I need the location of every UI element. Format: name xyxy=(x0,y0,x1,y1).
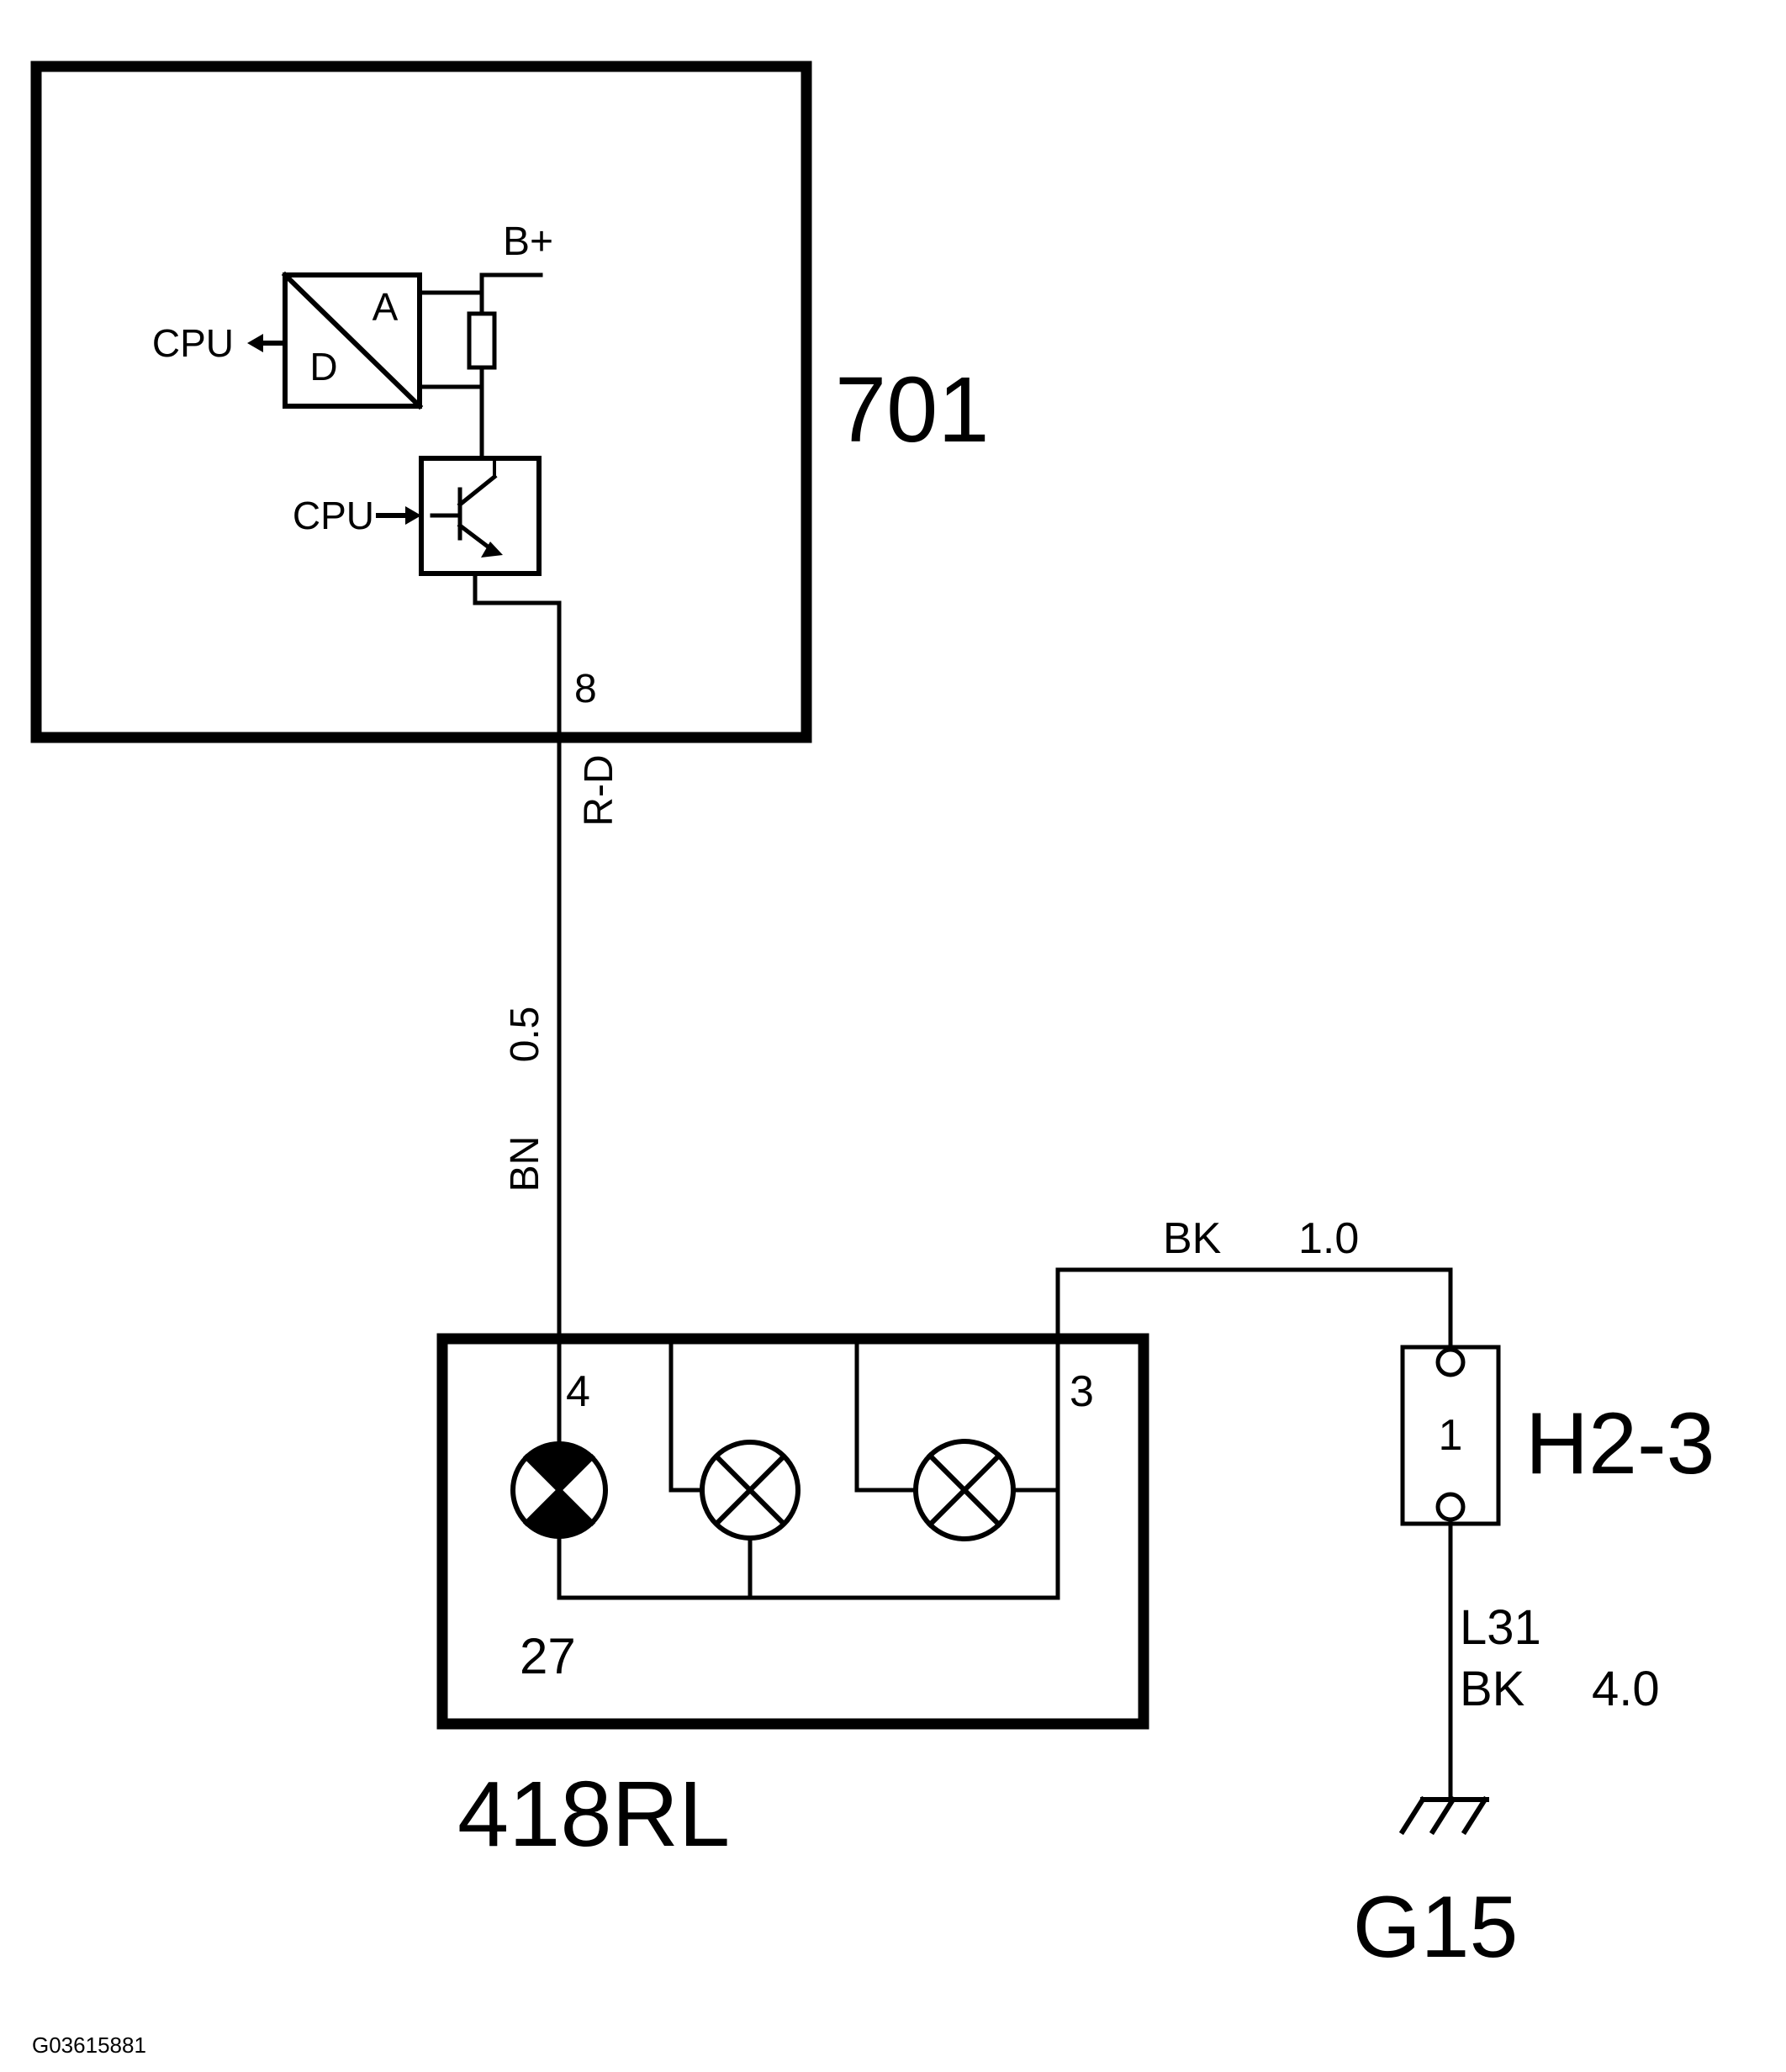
wire-size-bn: 0.5 xyxy=(503,1007,547,1063)
lamp-unit-outline xyxy=(436,1333,1149,1730)
wire-circuit-l31: L31 xyxy=(1460,1600,1541,1655)
lamp-unit: 4 3 27 xyxy=(436,1267,1149,1730)
controller-module-outline xyxy=(30,61,812,743)
ad-digital-letter: D xyxy=(309,345,337,388)
controller-id: 701 xyxy=(835,358,990,462)
connector-id: H2-3 xyxy=(1525,1395,1715,1493)
wire-color-bk-2: BK xyxy=(1460,1662,1525,1716)
inline-connector: 1 xyxy=(1400,1345,1501,1526)
adc-output-arrow xyxy=(247,334,288,352)
arrow-left-icon xyxy=(247,334,263,352)
lamp-unit-pin-27: 27 xyxy=(520,1628,576,1684)
adc-supply-wire xyxy=(417,272,484,295)
supply-label: B+ xyxy=(503,219,553,264)
ad-converter: A D xyxy=(281,271,424,410)
transistor-driver-box xyxy=(419,456,542,576)
lamp-unit-pin-3: 3 xyxy=(1070,1367,1094,1416)
connector-cavity: 1 xyxy=(1439,1411,1463,1460)
transistor-driver xyxy=(419,456,542,576)
controller-module: A D CPU B+ CPU xyxy=(30,61,812,743)
ground-bus-bottom xyxy=(557,1534,1060,1600)
transistor-collector xyxy=(457,473,498,508)
figure-code: G03615881 xyxy=(32,2032,146,2058)
lamp3-feed-wire xyxy=(854,1341,918,1493)
wire-size-bk-1: 1.0 xyxy=(1298,1214,1359,1263)
transistor-emitter-arrow-icon xyxy=(481,542,503,558)
lamp-unit-id: 418RL xyxy=(457,1763,730,1866)
adc-cpu-label: CPU xyxy=(152,321,234,365)
controller-output-pin: 8 xyxy=(574,667,597,711)
driver-output-wire xyxy=(473,571,562,740)
bulb-icon xyxy=(913,1439,1016,1541)
pullup-resistor xyxy=(467,311,497,370)
connector-pin-top xyxy=(1435,1347,1466,1377)
connector-pin-bottom xyxy=(1435,1492,1466,1522)
arrow-right-icon xyxy=(405,506,421,525)
wire-connector-code: R-D xyxy=(577,754,621,826)
wire-lamp-to-connector xyxy=(1055,1267,1453,1355)
wire-color-bn: BN xyxy=(503,1136,547,1192)
bulb-icon xyxy=(700,1440,801,1541)
ad-analog-letter: A xyxy=(373,285,399,329)
lamp-unit-pin-4: 4 xyxy=(566,1367,590,1416)
wire-color-bk-1: BK xyxy=(1163,1214,1222,1263)
ground-symbol-icon xyxy=(1398,1795,1489,1836)
ad-converter-diagonal xyxy=(281,271,424,410)
indicator-lamp-icon xyxy=(510,1441,608,1539)
lamp2-feed-wire xyxy=(668,1341,706,1493)
driver-cpu-label: CPU xyxy=(293,494,374,537)
ground-id: G15 xyxy=(1353,1879,1519,1976)
wire-size-bk-2: 4.0 xyxy=(1592,1662,1660,1716)
